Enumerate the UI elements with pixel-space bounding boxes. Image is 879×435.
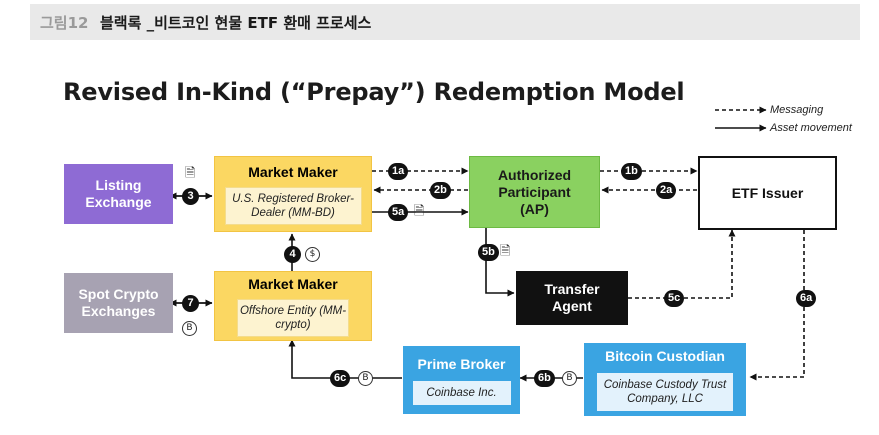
bitcoin-coin-icon: B (358, 371, 373, 386)
document-icon: 🗎 (500, 244, 511, 259)
spot-crypto-box: Spot Crypto Exchanges (64, 273, 173, 333)
authorized-participant-label: Authorized Participant (AP) (497, 166, 572, 217)
step-badge-1b: 1b (621, 163, 642, 180)
prime-broker-box: Prime Broker Coinbase Inc. (403, 346, 520, 414)
legend-messaging-label: Messaging (770, 104, 824, 116)
prime-broker-title: Prime Broker (417, 355, 506, 372)
etf-issuer-label: ETF Issuer (731, 184, 804, 201)
step-badge-6a: 6a (796, 290, 817, 307)
etf-issuer-box: ETF Issuer (698, 156, 837, 230)
authorized-participant-box: Authorized Participant (AP) (469, 156, 600, 228)
step-badge-2b: 2b (430, 182, 451, 199)
diagram-title: Revised In-Kind (“Prepay”) Redemption Mo… (63, 78, 685, 106)
bitcoin-custodian-title: Bitcoin Custodian (605, 348, 725, 364)
bitcoin-custodian-box: Bitcoin Custodian Coinbase Custody Trust… (584, 343, 746, 416)
market-maker-offshore-box: Market Maker Offshore Entity (MM-crypto) (214, 271, 372, 341)
transfer-agent-box: Transfer Agent (516, 271, 628, 325)
document-icon: 🗎 (414, 204, 425, 219)
arrow-5c (628, 229, 736, 299)
bitcoin-coin-icon: B (562, 371, 577, 386)
step-badge-3: 3 (182, 188, 199, 205)
market-maker-bd-box: Market Maker U.S. Registered Broker-Deal… (214, 156, 372, 232)
prime-broker-sub: Coinbase Inc. (412, 380, 511, 405)
header-bar: 그림12 블랙록 _비트코인 현물 ETF 환매 프로세스 (30, 4, 860, 40)
step-badge-2a: 2a (656, 182, 677, 199)
step-badge-6b: 6b (534, 370, 555, 387)
document-icon: 🗎 (185, 166, 196, 181)
step-badge-6c: 6c (330, 370, 351, 387)
bitcoin-custodian-sub: Coinbase Custody Trust Company, LLC (597, 373, 733, 411)
market-maker-offshore-sub: Offshore Entity (MM-crypto) (237, 298, 349, 337)
spot-crypto-label: Spot Crypto Exchanges (78, 286, 159, 319)
step-badge-4: 4 (284, 246, 301, 263)
market-maker-offshore-title: Market Maker (248, 275, 338, 292)
step-badge-5a: 5a (388, 204, 409, 221)
step-badge-5b: 5b (478, 244, 499, 261)
figure-title: 블랙록 _비트코인 현물 ETF 환매 프로세스 (100, 14, 372, 32)
arrow-6a (749, 230, 805, 381)
listing-exchange-label: Listing Exchange (85, 177, 152, 210)
market-maker-bd-sub: U.S. Registered Broker-Dealer (MM-BD) (224, 186, 362, 225)
listing-exchange-box: Listing Exchange (64, 164, 173, 224)
bitcoin-coin-icon: B (182, 321, 197, 336)
step-badge-5c: 5c (664, 290, 685, 307)
transfer-agent-label: Transfer Agent (544, 281, 600, 314)
market-maker-bd-title: Market Maker (248, 163, 338, 180)
dollar-coin-icon: $ (305, 247, 320, 262)
figure-number: 그림12 (40, 14, 89, 32)
step-badge-1a: 1a (388, 163, 409, 180)
legend-asset-label: Asset movement (770, 122, 852, 134)
step-badge-7: 7 (182, 295, 199, 312)
